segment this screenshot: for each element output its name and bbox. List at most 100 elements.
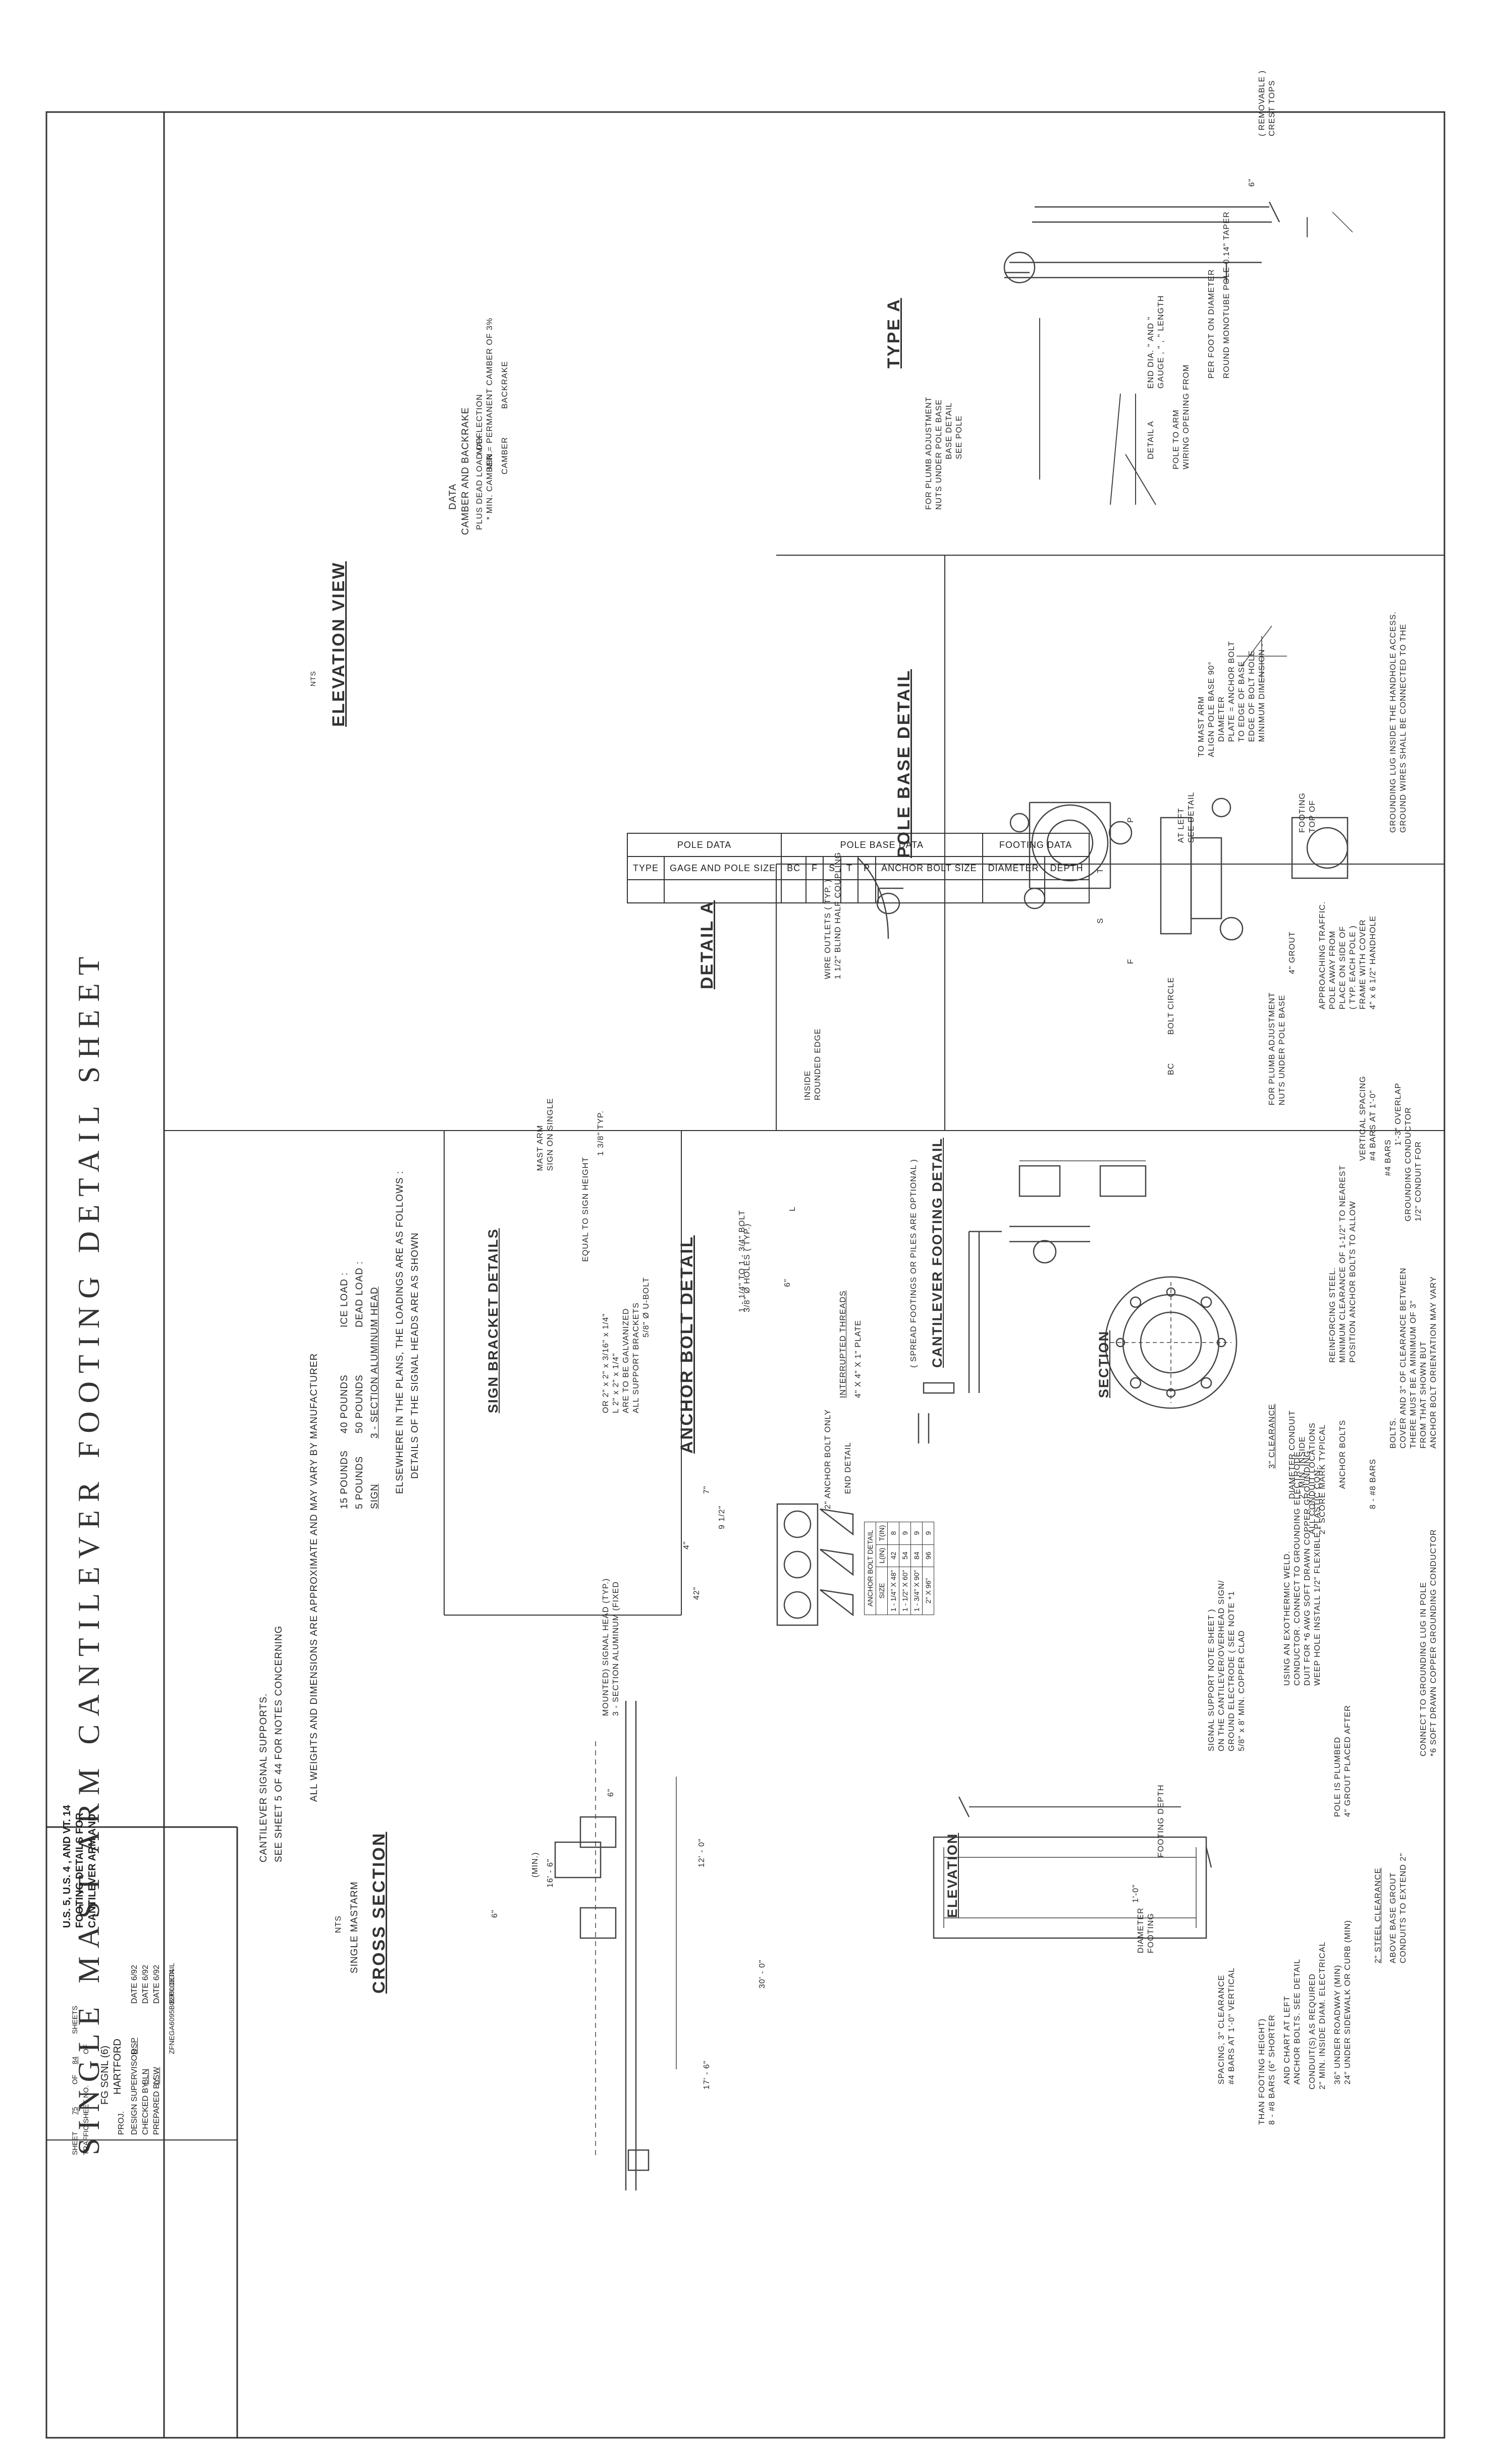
detail-a-drawing [857, 858, 903, 939]
rod-2: GROUND ELECTRODE ( SEE NOTE *1 [1227, 1590, 1236, 1751]
align-2: TO MAST ARM [1197, 696, 1206, 757]
bolt-circle: BOLT CIRCLE [1167, 977, 1175, 1035]
prepared-value: LSW [152, 2067, 161, 2084]
align-1: ALIGN POLE BASE 90° [1207, 661, 1216, 757]
anchor-table-title: ANCHOR BOLT DETAIL [864, 1522, 876, 1615]
proj-number: FG SGNL (6) [99, 2045, 111, 2105]
elevation-view-drawing [1039, 318, 1156, 505]
proj-town: HARTFORD [112, 2039, 123, 2095]
col-bc: BC [781, 856, 807, 880]
main-title: SINGLE MAST ARM CANTILEVER FOOTING DETAI… [72, 948, 105, 2155]
table-cell: 54 [899, 1544, 911, 1567]
see-pole-1: SEE POLE [955, 415, 963, 459]
table-cell [876, 880, 983, 903]
section-title: SECTION [1096, 1330, 1111, 1398]
type-a-drawing [1003, 201, 1353, 284]
per-foot-label: PER FOOT ON DIAMETER [1207, 269, 1216, 379]
elevation-view-title: ELEVATION VIEW [329, 561, 348, 727]
conduits-ext-1: CONDUITS TO EXTEND 2" [1399, 1852, 1408, 1963]
rod-3: ON THE CANTILEVER/OVERHEAD SIGN/ [1217, 1580, 1226, 1751]
pbd-nuts-2: FOR PLUMB ADJUSTMENT [1268, 992, 1276, 1105]
anchor-six: 6" [783, 1278, 792, 1287]
position-1: POSITION ANCHOR BOLTS TO ALLOW [1349, 1201, 1357, 1363]
dead-load-label: DEAD LOAD : [354, 1261, 365, 1327]
cross-section-title: CROSS SECTION [369, 1832, 389, 1994]
anchor-bolt-title: ANCHOR BOLT DETAIL [677, 1235, 696, 1454]
anchor-plate: 4" X 4" X 1" PLATE [854, 1320, 863, 1398]
table-cell [982, 880, 1045, 903]
conduits-ext-2: ABOVE BASE GROUT [1389, 1872, 1398, 1963]
pole-taper-label: ROUND MONOTUBE POLE 0.14" TAPER [1222, 211, 1231, 379]
bars-label: #4 BARS [1384, 1139, 1392, 1176]
see-detail-2: AT LEFT [1177, 808, 1186, 843]
anchor-only: 2" ANCHOR BOLT ONLY [824, 1409, 832, 1509]
camber-data-2: DATA [448, 484, 458, 510]
file-name-2: ZFNEGA6095B02TIL.DGN [168, 1969, 176, 2054]
eight-bars-2: THAN FOOTING HEIGHT) [1258, 2018, 1266, 2125]
anchor-see-2: AND CHART AT LEFT [1283, 1996, 1292, 2084]
col-depth: DEPTH [1044, 856, 1089, 880]
elevation-title: ELEVATION [945, 1833, 960, 1918]
signal-head-label-1: 3 - SECTION ALUMINUM (FIXED [612, 1581, 620, 1716]
table-cell: 1 - 1/4" X 48" [887, 1567, 899, 1615]
anchor-threads: INTERRUPTED THREADS [839, 1290, 847, 1398]
soft-copper-2: CONNECT TO GROUNDING LUG IN POLE [1419, 1582, 1428, 1756]
col-t: T [841, 856, 858, 880]
bars-at-1: #4 BARS AT 1'-0" [1369, 1090, 1377, 1161]
position-3: REINFORCING STEEL. [1328, 1267, 1337, 1363]
table-cell: 1 - 1/2" X 60" [899, 1567, 911, 1615]
min-conduit-1: 2" MIN. INSIDE DIAM. ELECTRICAL [1318, 1941, 1327, 2090]
table-cell: 96 [922, 1544, 934, 1567]
rounded-1: ROUNDED EDGE [814, 1028, 822, 1100]
title-block-title-3: U.S. 5, U.S. 4 , AND VT. 14 [62, 1805, 73, 1928]
table-row: 1 - 3/4" X 90" 84 9 [910, 1522, 923, 1615]
see-pole-2: BASE DETAIL [945, 402, 953, 459]
table-cell: 42 [887, 1544, 899, 1567]
under-sidewalk-1: 24" UNDER SIDEWALK OR CURB (MIN) [1344, 1919, 1352, 2084]
table-cell [1044, 880, 1089, 903]
detail-a-ref: DETAIL A [1147, 420, 1155, 459]
handhole-6: APPROACHING TRAFFIC. [1318, 901, 1327, 1009]
table-cell [664, 880, 782, 903]
eight-bars-1: 8 - #8 BARS (6" SHORTER [1268, 2014, 1276, 2125]
crest-tops-label: CREST TOPS [1268, 80, 1276, 136]
signal-dim-half: 9 1/2" [718, 1505, 726, 1529]
min-conduit-2: CONDUIT(S) AS REQUIRED [1308, 1973, 1317, 2090]
grout-after-2: POLE IS PLUMBED [1333, 1736, 1342, 1817]
table-cell: 1 - 3/4" X 90" [910, 1567, 923, 1615]
galv-3: L 2" x 2" x 1/4" [612, 1353, 620, 1413]
bars-vert-1: #4 BARS AT 1'-0" VERTICAL [1227, 1967, 1236, 2084]
weep-4: USING AN EXOTHERMIC WELD. [1283, 1550, 1292, 1686]
table-row: 1 - 1/2" X 60" 54 9 [899, 1522, 911, 1615]
handhole-3: ( TYP. EACH POLE ) [1349, 925, 1357, 1009]
anchor-table-header: SIZE [876, 1567, 888, 1615]
table-cell: 9 [899, 1522, 911, 1545]
bc-symbol: BC [1167, 1062, 1175, 1075]
loads-head: 3 - SECTION ALUMINUM HEAD [369, 1287, 380, 1438]
orient-2: FROM THAT SHOWN BUT [1419, 1341, 1428, 1449]
cross-seventeen: 17' - 6" [703, 2060, 711, 2090]
date-2: DATE 6/92 [141, 1964, 150, 2004]
sign-on-1: SIGN ON SINGLE [546, 1098, 555, 1171]
signal-dim-7: 7" [703, 1485, 711, 1494]
galv-2: ARE TO BE GALVANIZED [622, 1308, 630, 1413]
camber-data-1: CAMBER AND BACKRAKE [460, 407, 471, 535]
cross-six-b: 6" [491, 1909, 499, 1918]
cross-min: (MIN.) [531, 1852, 540, 1878]
one-foot: 1'-0" [1132, 1884, 1140, 1903]
cross-section-subtitle: SINGLE MASTARM [349, 1881, 360, 1973]
all-weights-note: ALL WEIGHTS AND DIMENSIONS ARE APPROXIMA… [309, 1353, 319, 1802]
design-label: DESIGN SUPERVISOR [130, 2049, 139, 2135]
date-1: DATE 6/92 [152, 1964, 161, 2004]
pole-data-header: POLE DATA [627, 833, 782, 856]
signal-dim-42: 42" [692, 1586, 701, 1600]
cross-section-nts: NTS [334, 1915, 343, 1933]
cantilever-footing-subtitle: ( SPREAD FOOTINGS OR PILES ARE OPTIONAL … [909, 1159, 918, 1368]
wiring-label-1: WIRING OPENING FROM [1182, 364, 1191, 469]
weep-2: DUIT FOR *6 AWG SOFT DRAWN COPPER GROUND… [1303, 1450, 1312, 1686]
camber-label: CAMBER [501, 437, 509, 474]
date-3: DATE 6/92 [130, 1964, 139, 2004]
weep-1: WEEP HOLE INSTALL 1/2" FLEXIBLE PLASTIC … [1313, 1466, 1322, 1686]
rod-1: 5/8" x 8' MIN. COPPER CLAD [1238, 1630, 1246, 1751]
bars-at-2: VERTICAL SPACING [1359, 1076, 1367, 1161]
